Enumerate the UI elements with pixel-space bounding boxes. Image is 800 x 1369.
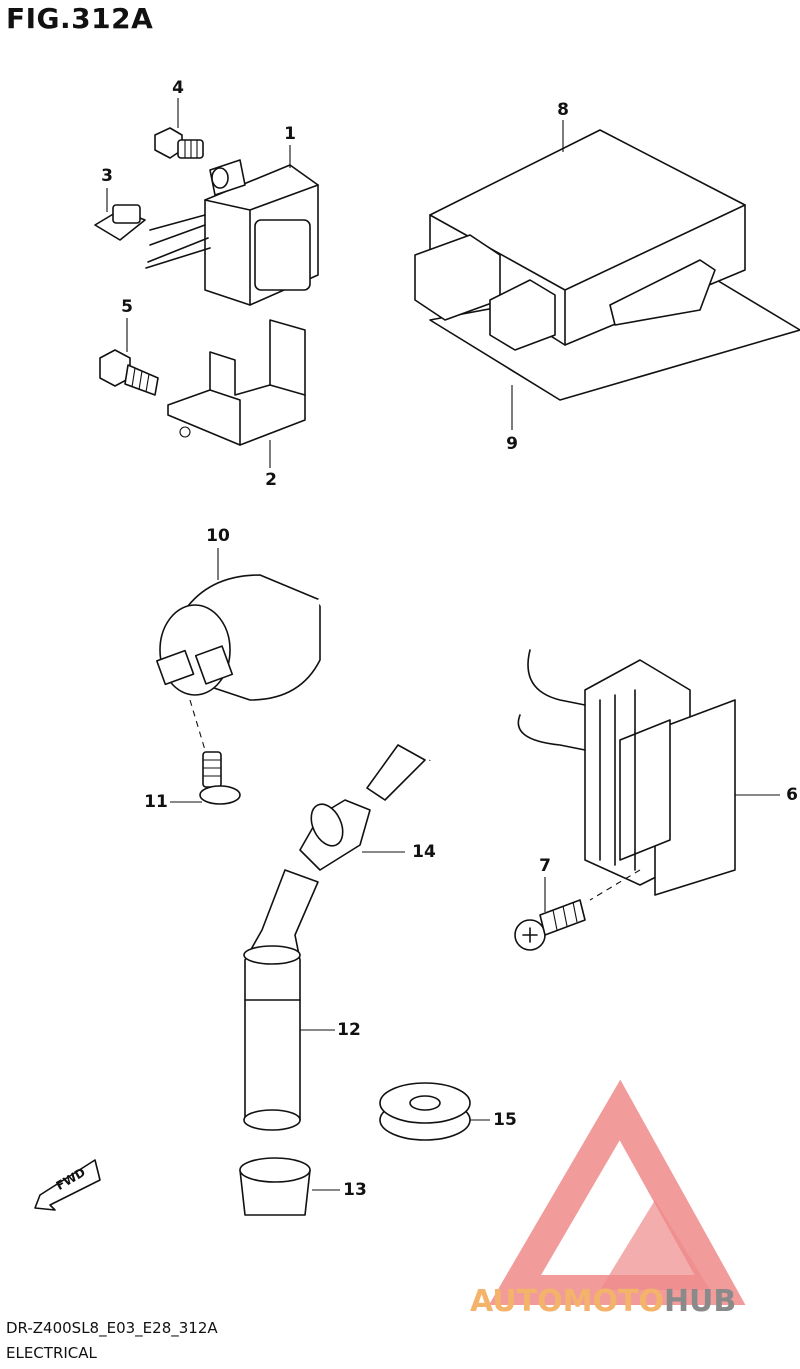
- part-number-1[interactable]: 1: [284, 124, 296, 144]
- part-number-14[interactable]: 14: [412, 842, 436, 862]
- figure-title: FIG.312A: [6, 2, 154, 35]
- bolt-part-11[interactable]: [189, 699, 241, 805]
- leader-lines: [106, 98, 780, 1191]
- part-number-9[interactable]: 9: [506, 434, 518, 454]
- part-number-10[interactable]: 10: [206, 526, 230, 546]
- part-number-15[interactable]: 15: [493, 1110, 517, 1130]
- bolt-part-5[interactable]: [99, 349, 159, 396]
- regulator-part-6[interactable]: [517, 649, 736, 896]
- bolt-part-4[interactable]: [154, 127, 204, 159]
- screw-part-7[interactable]: [514, 869, 641, 951]
- clip-part-3[interactable]: [94, 204, 146, 241]
- part-number-11[interactable]: 11: [144, 792, 168, 812]
- grommet-part-15[interactable]: [379, 1082, 471, 1141]
- brand-part-auto: AUTO: [470, 1284, 563, 1319]
- footer-section-name: ELECTRICAL: [6, 1344, 97, 1362]
- part-number-8[interactable]: 8: [557, 100, 569, 120]
- ecu-part-8[interactable]: [414, 129, 800, 401]
- cap-seal-part-14[interactable]: [299, 799, 371, 871]
- part-number-6[interactable]: 6: [786, 785, 798, 805]
- brand-part-hub: HUB: [663, 1284, 737, 1319]
- watermark-brand: AUTOMOTOHUB: [470, 1284, 736, 1319]
- part-number-12[interactable]: 12: [337, 1020, 361, 1040]
- footer-model-code: DR-Z400SL8_E03_E28_312A: [6, 1319, 218, 1337]
- part-number-7[interactable]: 7: [539, 856, 551, 876]
- part-number-4[interactable]: 4: [172, 78, 184, 98]
- cover-part-13[interactable]: [239, 1157, 311, 1216]
- part-number-2[interactable]: 2: [265, 470, 277, 490]
- brand-part-moto: MOTO: [562, 1284, 664, 1319]
- bracket-part-2[interactable]: [167, 319, 306, 446]
- ignition-coil-part-10[interactable]: [156, 545, 486, 801]
- part-number-13[interactable]: 13: [343, 1180, 367, 1200]
- part-number-5[interactable]: 5: [121, 297, 133, 317]
- forward-arrow-icon: [34, 1159, 101, 1211]
- part-number-3[interactable]: 3: [101, 166, 113, 186]
- relay-part-1[interactable]: [145, 159, 319, 306]
- automotohub-logo-icon: [488, 1079, 746, 1305]
- spark-plug-cap-part-12[interactable]: [243, 869, 319, 1131]
